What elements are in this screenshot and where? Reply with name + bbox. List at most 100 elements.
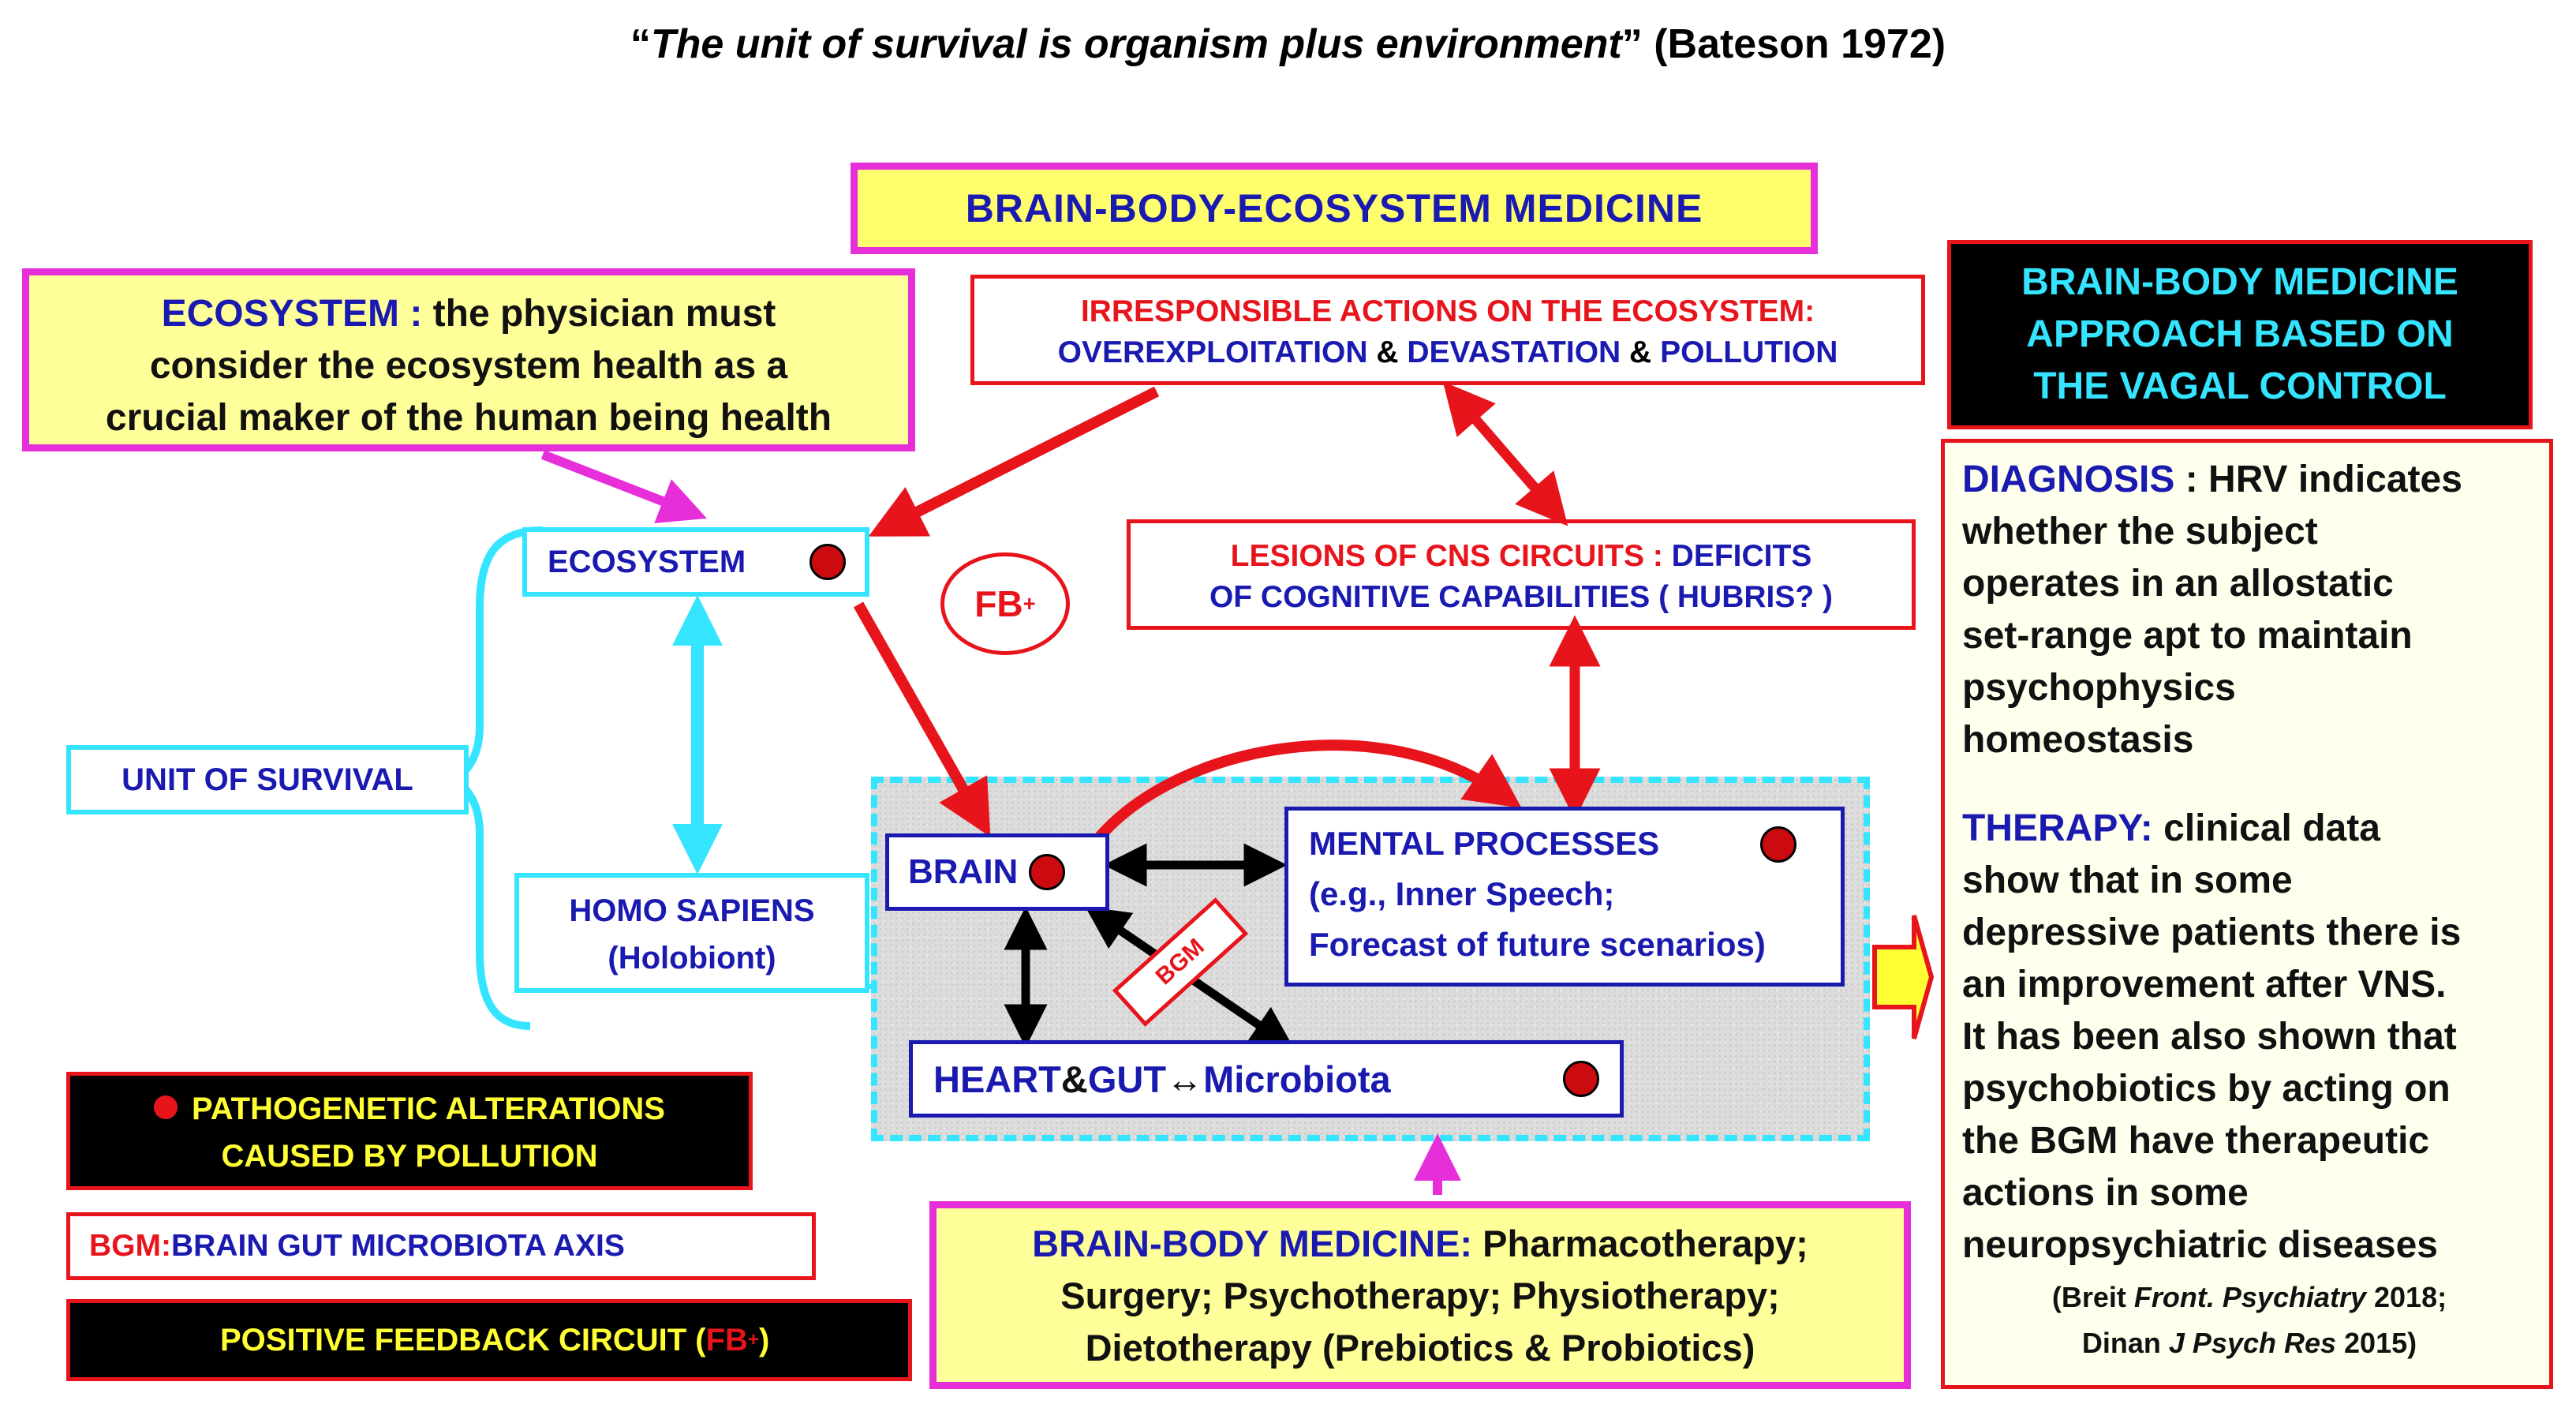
therapy-line: neuropsychiatric diseases [1962, 1224, 2438, 1266]
mental-example-line1: (e.g., Inner Speech; [1309, 875, 1615, 912]
irresponsible-devastation: DEVASTATION [1407, 335, 1621, 369]
homo-sapiens-label: HOMO SAPIENS [569, 893, 815, 928]
vagal-approach-header: BRAIN-BODY MEDICINE APPROACH BASED ON TH… [1947, 240, 2533, 429]
diagnosis-therapy-box: DIAGNOSIS : HRV indicates whether the su… [1941, 439, 2553, 1389]
gut-microbiota-arrow-icon: ↔ [1166, 1058, 1204, 1100]
heart-amp: & [1060, 1058, 1088, 1100]
vagal-header-line3: THE VAGAL CONTROL [2033, 365, 2447, 407]
quote-citation: (Bateson 1972) [1642, 21, 1946, 67]
brain-body-medicine-line3: Dietotherapy (Prebiotics & Probiotics) [1085, 1327, 1755, 1369]
brain-body-medicine-heading: BRAIN-BODY MEDICINE: [1032, 1223, 1473, 1264]
heart-label: HEART [933, 1058, 1061, 1100]
therapy-line: clinical data [2152, 807, 2380, 849]
legend-feedback-fb: FB [705, 1322, 748, 1357]
quote-text: The unit of survival is organism plus en… [650, 21, 1622, 67]
therapy-line: an improvement after VNS. [1962, 964, 2447, 1005]
legend-feedback: POSITIVE FEEDBACK CIRCUIT (FB+) [66, 1299, 912, 1381]
irresponsible-pollution: POLLUTION [1660, 335, 1838, 369]
ecosystem-node: ECOSYSTEM [522, 527, 869, 597]
vagal-header-line2: APPROACH BASED ON [2026, 313, 2454, 355]
legend-pathogenetic-line1: PATHOGENETIC ALTERATIONS [192, 1092, 665, 1126]
ecosystem-note-arrow [540, 450, 707, 524]
pathogenic-dot-icon [1760, 826, 1796, 863]
legend-bgm-full: BRAIN GUT MICROBIOTA AXIS [170, 1229, 625, 1263]
therapy-line: show that in some [1962, 859, 2293, 901]
ecosystem-to-brain-arrow [853, 601, 991, 837]
diagnosis-line: : HRV indicates [2174, 459, 2462, 500]
positive-feedback-badge: FB+ [940, 552, 1070, 655]
actions-lesions-arrow [1442, 381, 1568, 526]
diagnosis-heading: DIAGNOSIS [1962, 459, 2175, 500]
brain-body-medicine-line2: Surgery; Psychotherapy; Physiotherapy; [1060, 1275, 1780, 1316]
brain-node: BRAIN [885, 833, 1109, 911]
brain-body-medicine-box: BRAIN-BODY MEDICINE: Pharmacotherapy; Su… [929, 1201, 1911, 1389]
actions-to-ecosystem-arrow [868, 386, 1160, 537]
irresponsible-amp1: & [1367, 335, 1408, 369]
homo-sapiens-node: HOMO SAPIENS (Holobiont) [514, 873, 869, 993]
irresponsible-overexploitation: OVEREXPLOITATION [1057, 335, 1368, 369]
mental-processes-label: MENTAL PROCESSES [1309, 825, 1660, 862]
diagnosis-line: set-range apt to maintain [1962, 615, 2413, 657]
legend-bgm-abbr: BGM: [89, 1229, 171, 1263]
fb-sup: + [1023, 591, 1036, 616]
ref2-author: Dinan [2081, 1327, 2169, 1359]
diagnosis-line: operates in an allostatic [1962, 563, 2394, 605]
therapy-heading: THERAPY: [1962, 807, 2153, 849]
ecosystem-node-label: ECOSYSTEM [548, 544, 746, 579]
title-text: BRAIN-BODY-ECOSYSTEM MEDICINE [965, 186, 1703, 230]
lesions-line2: OF COGNITIVE CAPABILITIES ( HUBRIS? ) [1209, 580, 1834, 614]
irresponsible-line1: IRRESPONSIBLE ACTIONS ON THE ECOSYSTEM: [1080, 294, 1815, 328]
quote-open-mark: “ [630, 21, 651, 67]
irresponsible-amp2: & [1621, 335, 1661, 369]
ecosystem-note-line1: the physician must [432, 293, 776, 335]
diagram-title: BRAIN-BODY-ECOSYSTEM MEDICINE [851, 163, 1818, 254]
legend-pathogenetic: PATHOGENETIC ALTERATIONS CAUSED BY POLLU… [66, 1072, 753, 1190]
brain-to-mental-arrow [1095, 740, 1522, 841]
pathogenic-dot-icon [809, 544, 846, 580]
holobiont-label: (Holobiont) [608, 941, 776, 975]
therapy-references: (Breit Front. Psychiatry 2018;Dinan J Ps… [1962, 1275, 2537, 1366]
ecosystem-note-line3: crucial maker of the human being health [105, 397, 832, 439]
pathogenic-dot-icon [1563, 1061, 1599, 1097]
diagnosis-line: psychophysics [1962, 667, 2236, 709]
therapy-line: the BGM have therapeutic [1962, 1120, 2430, 1162]
legend-feedback-close: ) [758, 1322, 770, 1357]
ref1-journal: Front. Psychiatry [2133, 1281, 2367, 1313]
quote-close-mark: ” [1621, 21, 1643, 67]
ref2-journal: J Psych Res [2168, 1327, 2337, 1359]
diagnosis-line: whether the subject [1962, 511, 2318, 552]
bateson-quote: “The unit of survival is organism plus e… [0, 21, 2576, 68]
heart-gut-microbiota-node: HEART & GUT↔ Microbiota [909, 1040, 1624, 1118]
mental-example-line2: Forecast of future scenarios) [1309, 926, 1766, 963]
lesions-deficits: DEFICITS [1671, 539, 1812, 573]
ecosystem-note-box: ECOSYSTEM : the physician must consider … [22, 268, 915, 451]
brain-body-medicine-line1: Pharmacotherapy; [1472, 1223, 1808, 1264]
unit-of-survival-node: UNIT OF SURVIVAL [66, 745, 469, 814]
vagal-header-line1: BRAIN-BODY MEDICINE [2021, 261, 2458, 303]
legend-bgm: BGM: BRAIN GUT MICROBIOTA AXIS [66, 1212, 816, 1280]
legend-pathogenetic-line2: CAUSED BY POLLUTION [221, 1139, 598, 1174]
therapy-line: psychobiotics by acting on [1962, 1068, 2451, 1110]
diagnosis-line: homeostasis [1962, 719, 2194, 761]
unit-of-survival-label: UNIT OF SURVIVAL [122, 762, 413, 797]
ecosystem-note-line2: consider the ecosystem health as a [149, 345, 788, 387]
mental-processes-node: MENTAL PROCESSES (e.g., Inner Speech; Fo… [1284, 807, 1845, 987]
therapy-line: It has been also shown that [1962, 1016, 2457, 1058]
ref2-year: 2015) [2336, 1327, 2417, 1359]
therapy-line: actions in some [1962, 1172, 2249, 1214]
microbiota-label: Microbiota [1203, 1058, 1391, 1100]
region-to-diagnosis-arrow [1872, 915, 1935, 1039]
ecosystem-note-heading: ECOSYSTEM : [161, 293, 433, 335]
gut-label: GUT [1087, 1058, 1167, 1100]
legend-feedback-sup: + [747, 1329, 759, 1350]
lesions-red-text: LESIONS OF CNS CIRCUITS : [1230, 539, 1672, 573]
therapy-line: depressive patients there is [1962, 912, 2462, 953]
legend-feedback-text: POSITIVE FEEDBACK CIRCUIT ( [220, 1322, 706, 1357]
pathogenic-dot-icon [1029, 854, 1066, 890]
irresponsible-actions-box: IRRESPONSIBLE ACTIONS ON THE ECOSYSTEM: … [970, 275, 1925, 385]
pathogenic-dot-icon [154, 1095, 178, 1119]
ref1-year: 2018; [2366, 1281, 2447, 1313]
brain-label: BRAIN [908, 852, 1019, 891]
